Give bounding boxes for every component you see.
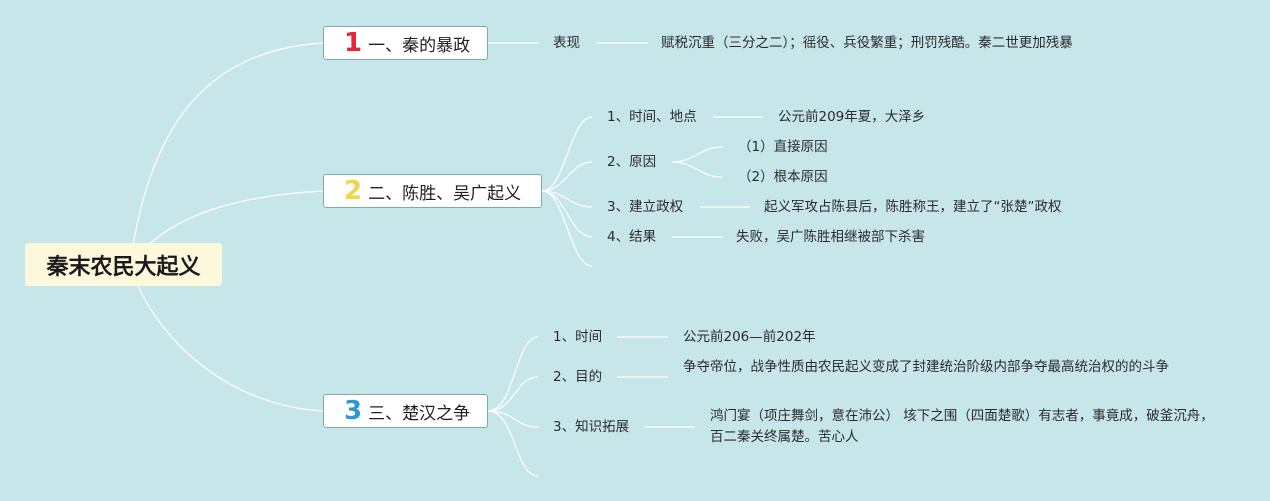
link-root-branch-3 xyxy=(129,264,324,412)
number-2-icon: 2 xyxy=(344,176,363,206)
link-b2-c1 xyxy=(541,116,593,192)
link-b3-c4 xyxy=(487,410,539,477)
b3-child-1[interactable]: 1、时间 xyxy=(553,329,603,345)
branch-label-1: 一、秦的暴政 xyxy=(368,35,471,56)
b2-child-2-sub-1[interactable]: （1）直接原因 xyxy=(738,139,828,155)
b1-child-1[interactable]: 表现 xyxy=(553,35,580,51)
branch-node-2[interactable]: 2 二、陈胜、吴广起义 xyxy=(323,174,542,208)
root-label: 秦末农民大起义 xyxy=(46,254,201,280)
link-b2-c4 xyxy=(541,190,593,238)
b2-child-3[interactable]: 3、建立政权 xyxy=(607,199,684,215)
b2-child-1[interactable]: 1、时间、地点 xyxy=(607,109,697,125)
b2-child-3-detail[interactable]: 起义军攻占陈县后，陈胜称王，建立了“张楚”政权 xyxy=(764,199,1062,215)
link-b2-c2-sub2 xyxy=(671,161,723,178)
b2-child-1-detail[interactable]: 公元前209年夏，大泽乡 xyxy=(778,109,926,125)
b3-child-3[interactable]: 3、知识拓展 xyxy=(553,419,630,435)
link-b3-c2 xyxy=(487,376,539,412)
b2-child-2[interactable]: 2、原因 xyxy=(607,154,657,170)
branch-label-3: 三、楚汉之争 xyxy=(368,403,471,424)
b3-child-3-detail[interactable]: 鸿门宴（项庄舞剑，意在沛公） 垓下之围（四面楚歌）有志者，事竟成，破釜沉舟，百二… xyxy=(710,408,1214,445)
link-root-branch-1 xyxy=(129,42,324,266)
root-node[interactable]: 秦末农民大起义 xyxy=(25,243,222,286)
b3-child-2-detail[interactable]: 争夺帝位，战争性质由农民起义变成了封建统治阶级内部争夺最高统治权的的斗争 xyxy=(683,359,1169,375)
link-b2-c2-sub1 xyxy=(671,146,723,163)
branch-node-3[interactable]: 3 三、楚汉之争 xyxy=(323,394,488,428)
b3-child-2[interactable]: 2、目的 xyxy=(553,369,603,385)
link-b2-c2 xyxy=(541,161,593,192)
b3-child-1-detail[interactable]: 公元前206—前202年 xyxy=(683,329,816,345)
number-1-icon: 1 xyxy=(344,28,363,58)
branch-label-2: 二、陈胜、吴广起义 xyxy=(368,183,522,204)
number-3-icon: 3 xyxy=(344,396,363,426)
link-b2-c5 xyxy=(541,190,593,267)
link-b3-c3 xyxy=(487,410,539,428)
b1-child-1-detail[interactable]: 赋税沉重（三分之二）；徭役、兵役繁重；刑罚残酷。秦二世更加残暴 xyxy=(661,35,1073,51)
branch-node-1[interactable]: 1 一、秦的暴政 xyxy=(323,26,488,60)
b2-child-4-detail[interactable]: 失败，吴广陈胜相继被部下杀害 xyxy=(736,229,925,245)
b2-child-4[interactable]: 4、结果 xyxy=(607,229,657,245)
b2-child-2-sub-2[interactable]: （2）根本原因 xyxy=(738,169,828,185)
link-b3-c1 xyxy=(487,336,539,412)
